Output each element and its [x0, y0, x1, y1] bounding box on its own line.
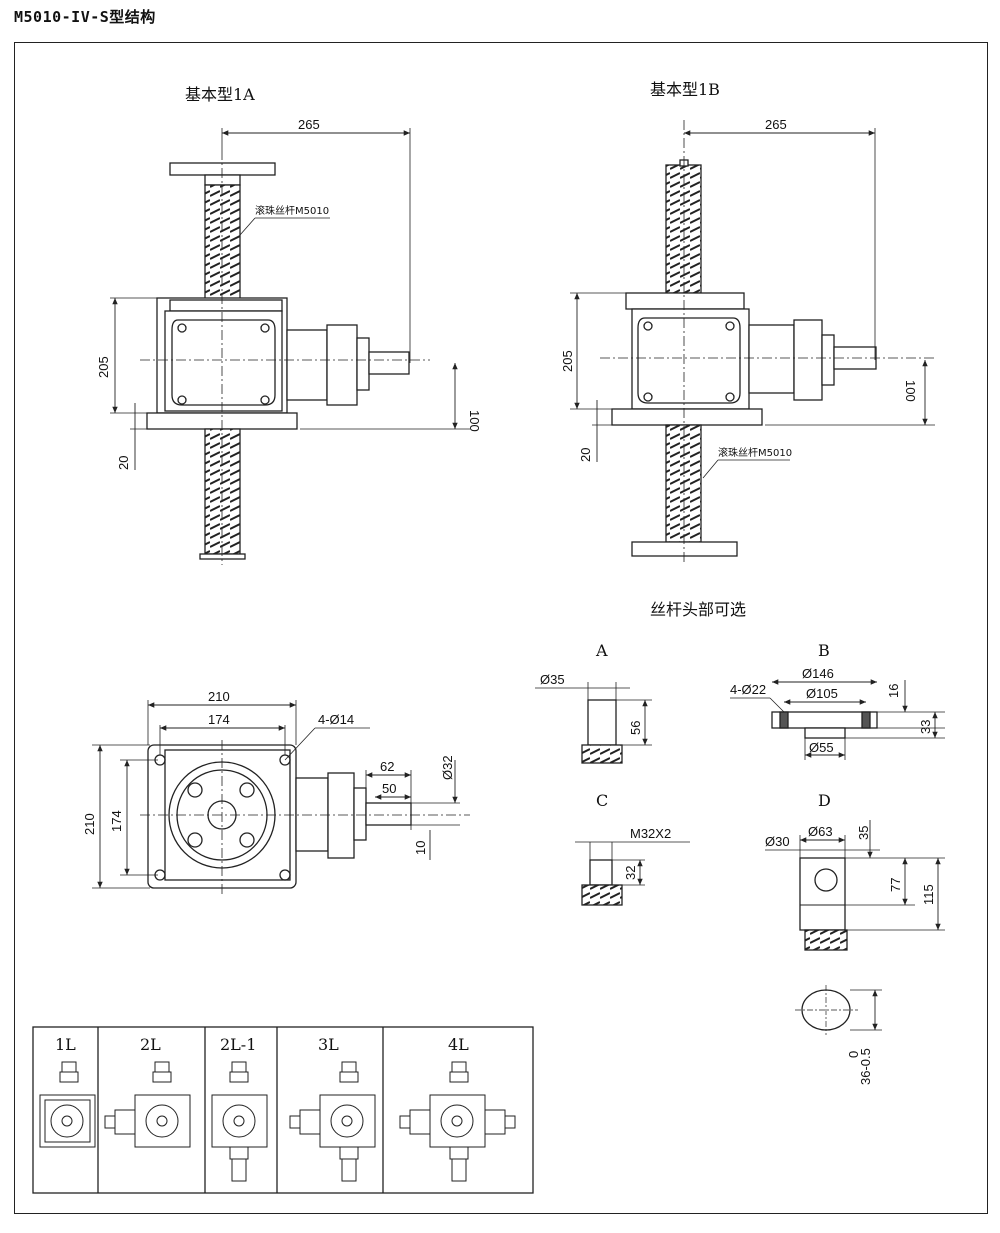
head-b-h16: 16: [886, 684, 901, 698]
head-c-len: 32: [623, 866, 638, 880]
head-b-holes: 4-Ø22: [730, 682, 766, 697]
config-4l-icon: [399, 1061, 516, 1182]
head-d-h77: 77: [888, 878, 903, 892]
ball-screw-lower-1b: [665, 424, 702, 543]
head-options: 丝杆头部可选 A Ø35 56 B Ø146 Ø105 4-Ø22 Ø55: [535, 600, 945, 1085]
head-b-d146: Ø146: [802, 666, 834, 681]
dim-205-1a: 205: [96, 356, 111, 378]
heads-title: 丝杆头部可选: [650, 600, 746, 619]
config-label-4l: 4L: [448, 1035, 469, 1054]
dim-210-w: 210: [208, 689, 230, 704]
config-3l-icon: [289, 1061, 376, 1182]
dim-20-1a: 20: [116, 456, 131, 470]
head-c-label: C: [596, 791, 608, 810]
head-b-d105: Ø105: [806, 686, 838, 701]
ball-screw-upper-1b: [665, 164, 702, 294]
head-a-label: A: [595, 641, 608, 660]
config-label-1l: 1L: [55, 1035, 76, 1054]
head-b-label: B: [818, 641, 830, 660]
dim-10: 10: [413, 841, 428, 855]
input-shaft: [368, 351, 410, 375]
dim-50: 50: [382, 781, 396, 796]
dim-265-1a: 265: [298, 117, 320, 132]
config-label-2l-1: 2L-1: [220, 1035, 256, 1054]
head-d-h115: 115: [921, 884, 936, 905]
ball-screw-lower: [204, 428, 241, 555]
config-label-3l: 3L: [318, 1035, 339, 1054]
dim-265-1b: 265: [765, 117, 787, 132]
dim-174-h: 174: [109, 810, 124, 832]
dim-174-w: 174: [208, 712, 230, 727]
hole-label: 4-Ø14: [318, 712, 354, 727]
head-d-h35: 35: [856, 826, 871, 840]
dim-205-1b: 205: [560, 350, 575, 372]
screw-label-1a: 滚珠丝杆M5010: [255, 204, 329, 217]
view-1b: 基本型1B 265 205 20 100 滚珠丝杆M5010: [560, 80, 935, 565]
head-a-shape: [587, 699, 617, 746]
head-d-label: D: [818, 791, 831, 810]
ball-screw-upper: [204, 184, 241, 301]
base-plate-1b: [611, 408, 763, 426]
config-1l-icon: [39, 1061, 96, 1148]
config-2l-icon: [104, 1061, 191, 1148]
dim-210-h: 210: [82, 813, 97, 835]
head-d-tolerance-top: 0: [846, 1051, 861, 1058]
head-c-shape: [589, 859, 613, 886]
view-1a-title: 基本型1A: [185, 85, 255, 104]
head-b-d55: Ø55: [809, 740, 834, 755]
bottom-plate-1b: [631, 541, 738, 557]
dim-62: 62: [380, 759, 394, 774]
dim-100-1b: 100: [903, 380, 918, 402]
top-view-input-shaft: [365, 802, 412, 826]
head-b-h33: 33: [918, 720, 933, 734]
top-plate: [169, 162, 276, 176]
view-1b-title: 基本型1B: [650, 80, 720, 99]
config-table: 1L 2L 2L-1 3L 4L: [32, 1026, 534, 1194]
head-d-tolerance: 36-0.5: [858, 1048, 873, 1085]
head-d-shape: [799, 857, 846, 931]
dim-20-1b: 20: [578, 448, 593, 462]
view-1a: 基本型1A 265 205 20: [96, 85, 482, 565]
head-c-thread: M32X2: [630, 826, 671, 841]
head-a-dia: Ø35: [540, 672, 565, 687]
head-d-d30: Ø30: [765, 834, 790, 849]
top-view: 210 174 210 174 4-Ø14 62 50 Ø32 10: [82, 689, 470, 895]
dim-100-1a: 100: [467, 410, 482, 432]
screw-label-1b: 滚珠丝杆M5010: [718, 446, 792, 459]
config-2l-1-icon: [211, 1061, 268, 1182]
drawing-frame: [14, 42, 988, 1214]
head-a-len: 56: [628, 721, 643, 735]
config-label-2l: 2L: [140, 1035, 161, 1054]
head-d-d63: Ø63: [808, 824, 833, 839]
dim-32-dia: Ø32: [440, 755, 455, 780]
page-title: M5010-IV-S型结构: [14, 8, 156, 26]
